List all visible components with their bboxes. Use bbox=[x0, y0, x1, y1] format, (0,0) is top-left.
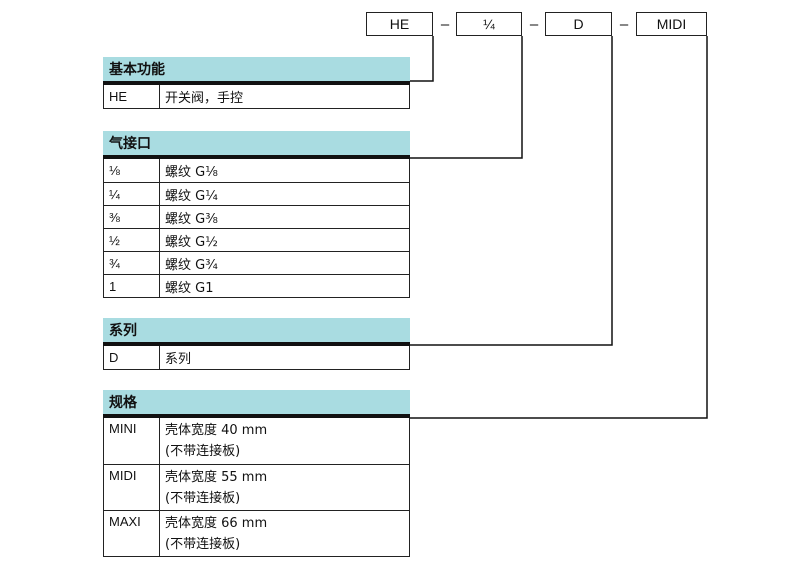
option-code: ⅜ bbox=[104, 206, 160, 228]
table-row: MAXI 壳体宽度 66 mm (不带连接板) bbox=[104, 510, 409, 556]
table-row: ¼ 螺纹 G¼ bbox=[104, 182, 409, 205]
option-code: MAXI bbox=[104, 511, 160, 556]
table-row: ⅜ 螺纹 G⅜ bbox=[104, 205, 409, 228]
option-code: MIDI bbox=[104, 465, 160, 510]
code-separator: – bbox=[619, 15, 629, 33]
section-title: 系列 bbox=[103, 318, 410, 346]
connector-series bbox=[410, 36, 613, 346]
option-code: ¼ bbox=[104, 183, 160, 205]
connector-basic-function bbox=[410, 36, 434, 82]
option-description: 螺纹 G¼ bbox=[165, 188, 218, 204]
table-row: ⅛ 螺纹 G⅛ bbox=[104, 159, 409, 182]
option-description: 螺纹 G1 bbox=[165, 280, 214, 296]
option-description-note: (不带连接板) bbox=[165, 491, 241, 506]
table-row: MINI 壳体宽度 40 mm (不带连接板) bbox=[104, 418, 409, 464]
option-description: 螺纹 G⅛ bbox=[165, 165, 218, 180]
option-description: 螺纹 G⅜ bbox=[165, 211, 218, 227]
option-description: 壳体宽度 40 mm (不带连接板) bbox=[160, 418, 409, 464]
option-code: D bbox=[104, 346, 160, 369]
option-description-note: (不带连接板) bbox=[165, 537, 241, 552]
option-code: MINI bbox=[104, 418, 160, 464]
option-description-line: 壳体宽度 55 mm bbox=[165, 470, 268, 485]
option-description: 螺纹 G¾ bbox=[165, 257, 218, 273]
section-series: 系列 D 系列 bbox=[103, 318, 410, 370]
section-title: 基本功能 bbox=[103, 57, 410, 85]
option-description: 螺纹 G½ bbox=[165, 234, 218, 250]
code-box-air-port: ¼ bbox=[456, 12, 522, 36]
option-code: ⅛ bbox=[104, 159, 160, 182]
table-row: ½ 螺纹 G½ bbox=[104, 228, 409, 251]
table-row: 1 螺纹 G1 bbox=[104, 274, 409, 297]
option-table: MINI 壳体宽度 40 mm (不带连接板) MIDI 壳体宽度 55 mm … bbox=[103, 418, 410, 557]
option-code: ¾ bbox=[104, 252, 160, 274]
section-title: 规格 bbox=[103, 390, 410, 418]
code-separator: – bbox=[529, 15, 539, 33]
connector-air-port bbox=[410, 36, 523, 159]
option-description: 系列 bbox=[165, 352, 192, 367]
table-row: HE 开关阀，手控 bbox=[104, 85, 409, 108]
option-table: ⅛ 螺纹 G⅛ ¼ 螺纹 G¼ ⅜ 螺纹 G⅜ ½ 螺纹 G½ ¾ 螺纹 G¾ … bbox=[103, 159, 410, 298]
connector-size bbox=[410, 36, 708, 419]
option-table: D 系列 bbox=[103, 346, 410, 370]
section-air-port: 气接口 ⅛ 螺纹 G⅛ ¼ 螺纹 G¼ ⅜ 螺纹 G⅜ ½ 螺纹 G½ ¾ 螺纹… bbox=[103, 131, 410, 298]
option-code: ½ bbox=[104, 229, 160, 251]
option-description-line: 壳体宽度 66 mm bbox=[165, 516, 268, 531]
table-row: D 系列 bbox=[104, 346, 409, 369]
option-description-line: 壳体宽度 40 mm bbox=[165, 423, 268, 438]
table-row: ¾ 螺纹 G¾ bbox=[104, 251, 409, 274]
code-box-size: MIDI bbox=[636, 12, 707, 36]
option-code: HE bbox=[104, 85, 160, 108]
code-box-series: D bbox=[545, 12, 612, 36]
option-table: HE 开关阀，手控 bbox=[103, 85, 410, 109]
section-basic-function: 基本功能 HE 开关阀，手控 bbox=[103, 57, 410, 109]
option-description: 开关阀，手控 bbox=[165, 91, 244, 106]
option-description: 壳体宽度 66 mm (不带连接板) bbox=[160, 511, 409, 556]
code-box-function: HE bbox=[366, 12, 433, 36]
section-title: 气接口 bbox=[103, 131, 410, 159]
option-description-note: (不带连接板) bbox=[165, 444, 241, 459]
option-description: 壳体宽度 55 mm (不带连接板) bbox=[160, 465, 409, 510]
table-row: MIDI 壳体宽度 55 mm (不带连接板) bbox=[104, 464, 409, 510]
section-size: 规格 MINI 壳体宽度 40 mm (不带连接板) MIDI 壳体宽度 55 … bbox=[103, 390, 410, 557]
code-separator: – bbox=[440, 15, 450, 33]
option-code: 1 bbox=[104, 275, 160, 297]
